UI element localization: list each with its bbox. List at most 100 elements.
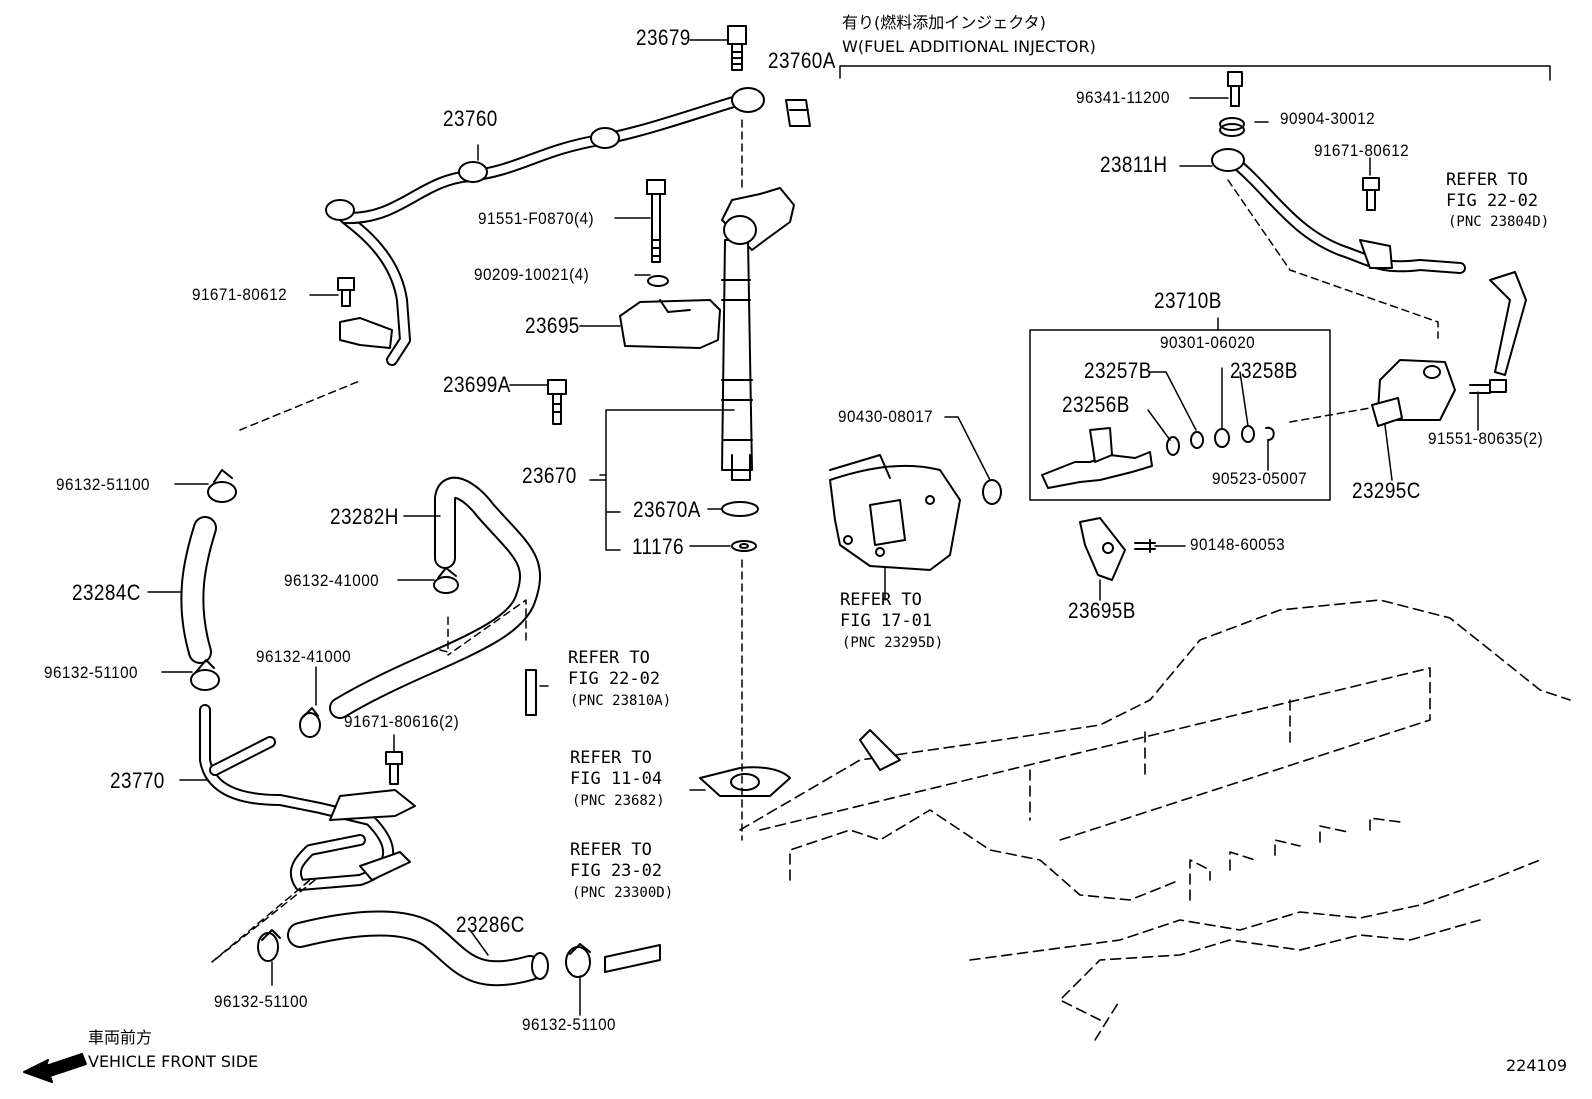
ring-23257b bbox=[1190, 431, 1204, 449]
refer-22-02-b-line1: REFER TO bbox=[1446, 170, 1528, 190]
label-91671-80616: 91671-80616(2) bbox=[344, 712, 460, 731]
label-23286c: 23286C bbox=[456, 912, 525, 937]
label-96132-41000-a: 96132-41000 bbox=[284, 571, 380, 590]
label-23710b: 23710B bbox=[1154, 288, 1222, 313]
hose-23286c bbox=[287, 910, 549, 987]
pipe-23804d bbox=[1489, 271, 1527, 376]
figure-number: 224109 bbox=[1506, 1056, 1568, 1075]
label-96132-51100-a: 96132-51100 bbox=[56, 475, 151, 494]
washer-90301 bbox=[1214, 428, 1230, 448]
label-90430-08017: 90430-08017 bbox=[838, 407, 934, 426]
hose-23282h bbox=[329, 476, 541, 719]
label-96132-51100-b: 96132-51100 bbox=[44, 663, 139, 682]
label-11176: 11176 bbox=[632, 534, 684, 559]
label-91671-80612-right: 91671-80612 bbox=[1314, 141, 1410, 160]
bolt-91671-80612-left bbox=[337, 277, 355, 307]
bracket-23670 bbox=[589, 409, 735, 551]
label-23256b: 23256B bbox=[1062, 392, 1130, 417]
refer-22-02-a-line3: (PNC 23810A) bbox=[570, 693, 672, 709]
pipe-stub-22-02 bbox=[525, 669, 537, 716]
label-23770: 23770 bbox=[110, 768, 165, 793]
gasket-90430 bbox=[982, 479, 1002, 505]
clamp-96132-51100-a bbox=[207, 469, 237, 503]
label-23284c: 23284C bbox=[72, 580, 141, 605]
label-23811h: 23811H bbox=[1100, 152, 1168, 177]
label-23670: 23670 bbox=[522, 463, 577, 488]
label-90301-06020: 90301-06020 bbox=[1160, 333, 1256, 352]
label-23760a: 23760A bbox=[768, 48, 836, 73]
label-91671-80612-left: 91671-80612 bbox=[192, 285, 288, 304]
clamp-96132-51100-d bbox=[565, 943, 591, 978]
refer-11-04-line3: (PNC 23682) bbox=[572, 793, 665, 809]
label-90148-60053: 90148-60053 bbox=[1190, 535, 1286, 554]
seal-23670a bbox=[721, 501, 759, 517]
label-91551-f0870: 91551-F0870(4) bbox=[478, 209, 595, 228]
clamp-96132-51100-b bbox=[190, 659, 220, 691]
footer-en: VEHICLE FRONT SIDE bbox=[88, 1052, 259, 1071]
ring-23258b bbox=[1241, 425, 1255, 443]
refer-22-02-b-line2: FIG 22-02 bbox=[1446, 191, 1539, 211]
label-90209-10021: 90209-10021(4) bbox=[474, 265, 590, 284]
pipe-23760 bbox=[325, 87, 765, 366]
injector-shape bbox=[721, 187, 795, 481]
label-90523-05007: 90523-05007 bbox=[1212, 469, 1308, 488]
refer-22-02-a-line2: FIG 22-02 bbox=[568, 669, 661, 689]
refer-11-04-line2: FIG 11-04 bbox=[570, 769, 663, 789]
bolt-96341 bbox=[1227, 71, 1243, 107]
label-23258b: 23258B bbox=[1230, 358, 1298, 383]
label-91551-80635: 91551-80635(2) bbox=[1428, 429, 1544, 448]
refer-22-02-b-line3: (PNC 23804D) bbox=[1448, 214, 1550, 230]
pipe-23811h bbox=[1211, 148, 1466, 274]
label-23670a: 23670A bbox=[633, 497, 701, 522]
label-96341-11200: 96341-11200 bbox=[1076, 88, 1171, 107]
clamp-23695 bbox=[619, 299, 721, 349]
pipe-stub-23-02 bbox=[604, 944, 661, 973]
label-96132-51100-c: 96132-51100 bbox=[214, 992, 309, 1011]
label-23699a: 23699A bbox=[443, 372, 511, 397]
housing-23295d bbox=[829, 454, 961, 571]
label-23282h: 23282H bbox=[330, 504, 399, 529]
label-96132-51100-d: 96132-51100 bbox=[522, 1015, 617, 1034]
label-96132-41000-b: 96132-41000 bbox=[256, 647, 352, 666]
refer-17-01-line3: (PNC 23295D) bbox=[842, 635, 944, 651]
header-bracket bbox=[839, 65, 1551, 81]
label-23679: 23679 bbox=[636, 25, 691, 50]
clamp-96132-51100-c bbox=[257, 929, 281, 962]
label-23257b: 23257B bbox=[1084, 358, 1152, 383]
bolt-23679 bbox=[727, 25, 747, 71]
clamp-96132-41000-a bbox=[433, 567, 459, 594]
bolt-90148 bbox=[1134, 539, 1156, 553]
label-23695: 23695 bbox=[525, 313, 580, 338]
bolt-91671-80612-right bbox=[1362, 177, 1380, 211]
holder-23295c bbox=[1371, 359, 1456, 427]
header-en: W(FUEL ADDITIONAL INJECTOR) bbox=[842, 37, 1096, 56]
clip-90523 bbox=[1265, 426, 1275, 441]
label-23695b: 23695B bbox=[1068, 598, 1136, 623]
footer-jp: 車両前方 bbox=[88, 1028, 153, 1047]
refer-23-02-line2: FIG 23-02 bbox=[570, 861, 663, 881]
seal-11176 bbox=[731, 540, 757, 552]
engine-block-outline bbox=[739, 599, 1571, 1041]
pipe-23770 bbox=[199, 704, 416, 891]
front-arrow-icon bbox=[23, 1053, 87, 1083]
label-90904-30012: 90904-30012 bbox=[1280, 109, 1376, 128]
label-23295c: 23295C bbox=[1352, 478, 1421, 503]
flange-23682 bbox=[699, 766, 791, 797]
bolt-91671-80616 bbox=[385, 751, 403, 785]
washer-90904 bbox=[1219, 117, 1245, 131]
refer-23-02-line1: REFER TO bbox=[570, 840, 652, 860]
label-23760: 23760 bbox=[443, 106, 498, 131]
injector-23256b bbox=[1041, 427, 1153, 489]
header-jp: 有り(燃料添加インジェクタ) bbox=[842, 13, 1046, 32]
hose-23284c bbox=[180, 516, 217, 664]
clamp-96132-41000-b bbox=[299, 707, 321, 738]
refer-17-01-line1: REFER TO bbox=[840, 590, 922, 610]
refer-23-02-line3: (PNC 23300D) bbox=[572, 885, 674, 901]
refer-17-01-line2: FIG 17-01 bbox=[840, 611, 933, 631]
bolt-91551-f0870 bbox=[646, 179, 666, 263]
washer-90209 bbox=[647, 275, 669, 287]
refer-11-04-line1: REFER TO bbox=[570, 748, 652, 768]
o-ring-23256b bbox=[1166, 436, 1180, 456]
